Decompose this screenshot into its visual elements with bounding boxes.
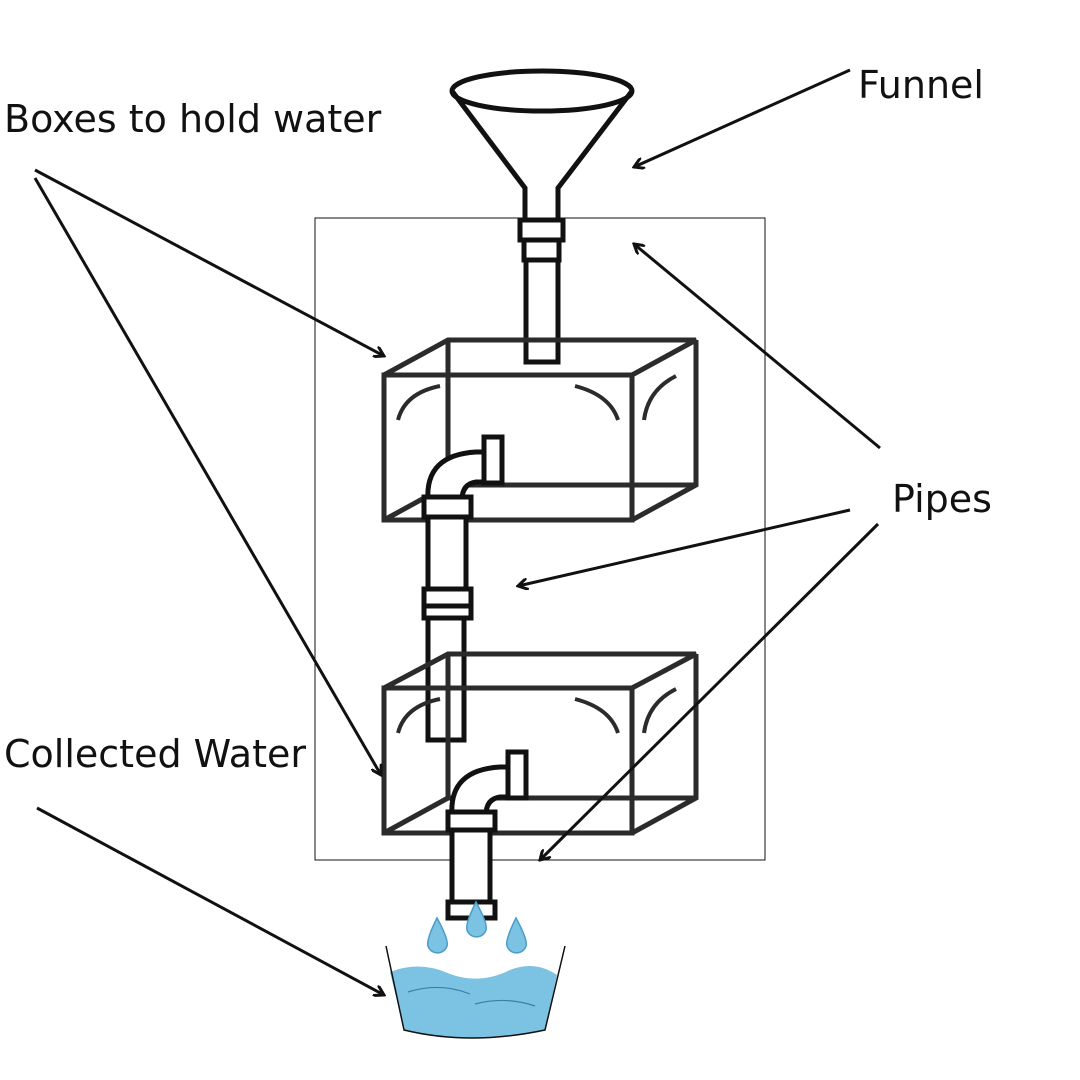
arrow-funnel	[634, 68, 851, 167]
label-funnel: Funnel	[858, 63, 984, 107]
annotation-arrows	[33, 68, 881, 995]
arrow-collected-water	[36, 806, 384, 995]
label-collected-water: Collected Water	[4, 732, 306, 776]
label-boxes: Boxes to hold water	[4, 97, 382, 141]
water-drops	[426, 900, 528, 954]
pipe-middle	[421, 434, 505, 743]
box-top	[381, 337, 699, 523]
pipe-top	[517, 217, 566, 365]
collection-bowl	[385, 945, 566, 1039]
water-drop-icon	[426, 916, 449, 954]
box-bottom	[381, 651, 699, 836]
water-drop-icon	[505, 916, 528, 954]
arrow-pipes-bottom	[540, 522, 880, 860]
arrow-pipes-middle	[518, 508, 851, 586]
arrow-boxes-top	[34, 168, 384, 356]
water-drop-icon	[465, 900, 488, 938]
label-pipes: Pipes	[892, 477, 992, 521]
arrow-boxes-bottom	[33, 177, 381, 775]
arrow-pipes-top	[634, 244, 881, 450]
funnel	[449, 68, 635, 220]
